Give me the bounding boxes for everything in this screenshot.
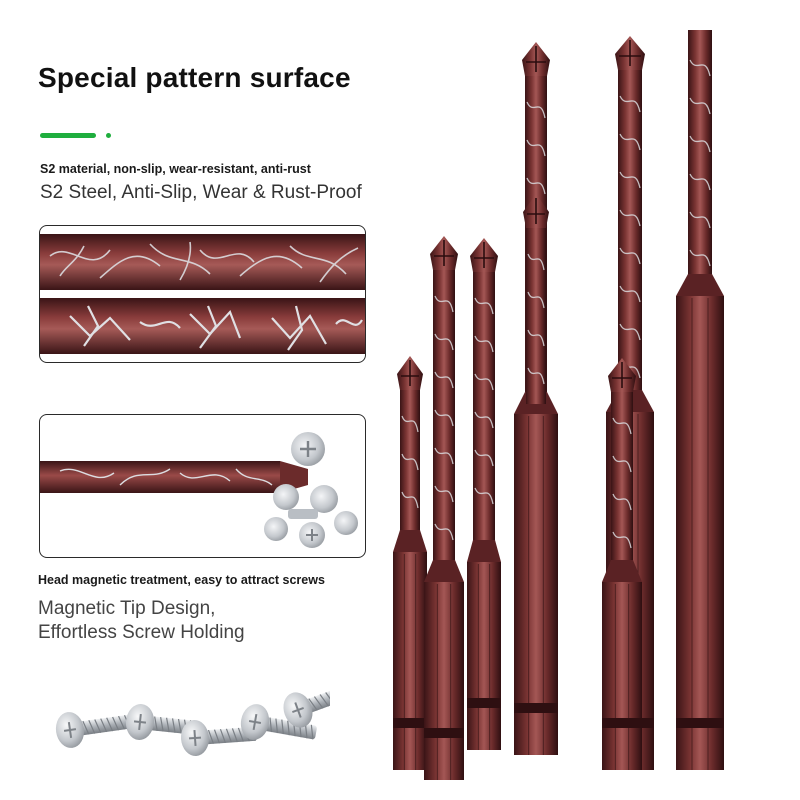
feature-2-subtitle-line-2: Effortless Screw Holding xyxy=(38,622,245,643)
screwdriver-bit xyxy=(676,30,724,770)
screwdriver-bit xyxy=(467,238,501,750)
accent-dot xyxy=(106,133,111,138)
pan-head-screw-icon xyxy=(240,704,317,740)
pan-head-screw-icon xyxy=(283,683,330,728)
pattern-upper xyxy=(49,241,359,283)
accent-divider xyxy=(40,132,114,140)
pan-head-screw-icon xyxy=(55,712,132,748)
screwdriver-bit-set xyxy=(393,30,724,780)
magnetic-tip-illustration xyxy=(40,432,358,548)
screwdriver-bit xyxy=(602,358,642,770)
tip-pattern xyxy=(59,468,273,486)
pattern-lower xyxy=(69,305,363,351)
feature-1-subtitle: S2 Steel, Anti-Slip, Wear & Rust-Proof xyxy=(40,182,362,203)
feature-1-title: S2 material, non-slip, wear-resistant, a… xyxy=(40,162,311,176)
feature-2-subtitle-line-1: Magnetic Tip Design, xyxy=(38,598,216,619)
bit-shaft xyxy=(40,461,280,493)
pan-head-screw-icon xyxy=(125,704,203,740)
screwdriver-bit xyxy=(393,356,427,770)
screw-cluster xyxy=(264,432,358,548)
screwdriver-bit xyxy=(424,236,464,780)
feature-2-title: Head magnetic treatment, easy to attract… xyxy=(38,573,325,587)
loose-screws xyxy=(55,683,330,756)
shaft-upper xyxy=(40,234,365,290)
surface-closeup-panel xyxy=(39,225,366,363)
patterned-shaft-closeup xyxy=(40,234,365,354)
screwdriver-bit xyxy=(523,194,549,404)
headline: Special pattern surface xyxy=(38,62,351,93)
magnetic-tip-panel xyxy=(39,414,366,558)
accent-bar xyxy=(40,133,96,138)
